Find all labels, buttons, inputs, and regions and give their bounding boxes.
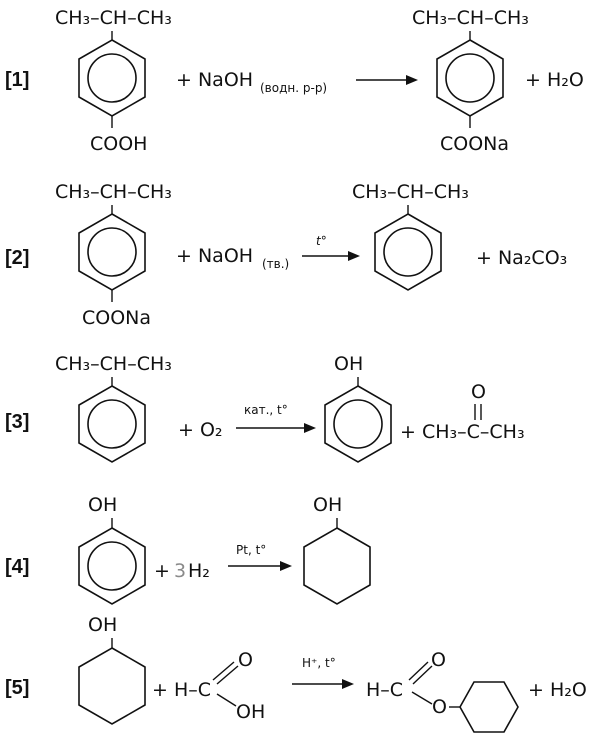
reaction-2: [2] CH₃–CH–CH₃ COONa + NaOH (тв.) t° CH₃… [5, 181, 567, 329]
reaction-label: [4] [5, 556, 29, 578]
benzene-ring [78, 527, 146, 605]
isopropyl-group-label: CH₃–CH–CH₃ [55, 181, 172, 203]
bond-line [411, 691, 433, 705]
reaction-3: [3] CH₃–CH–CH₃ + O₂ кат., t° OH O + CH₃–… [5, 353, 525, 463]
isopropyl-group-label: CH₃–CH–CH₃ [412, 7, 529, 29]
hydroxyl-group-label: OH [88, 614, 117, 636]
reagent-naoh: + NaOH [176, 245, 253, 267]
reactant-sodium-isopropylbenzoate: CH₃–CH–CH₃ COONa [55, 181, 172, 329]
reaction-arrow [228, 561, 292, 571]
carbonyl-oxygen-label: O [238, 649, 253, 671]
carboxyl-group-label: COOH [90, 133, 147, 155]
double-bond-line [212, 661, 235, 681]
double-bond-line [408, 661, 429, 681]
benzene-ring [78, 213, 146, 291]
benzene-ring [78, 39, 146, 117]
cyclohexane-ring [459, 681, 519, 733]
product-water: + H₂O [525, 69, 584, 91]
product-isopropylbenzene: CH₃–CH–CH₃ [352, 181, 469, 291]
carbonyl-oxygen-label: O [431, 649, 446, 671]
reaction-label: [1] [5, 69, 29, 91]
reagent-naoh: + NaOH [176, 69, 253, 91]
product-phenol: OH [324, 353, 392, 463]
product-cyclohexyl-formate: H–C O O [366, 649, 519, 733]
carbonyl-oxygen-label: O [471, 381, 486, 403]
formic-acid-hc-label: + H–C [152, 679, 211, 701]
reagent-oxygen: + O₂ [178, 419, 223, 441]
ester-oxygen-label: O [432, 696, 447, 718]
cyclohexane-ring [78, 647, 146, 725]
isopropyl-group-label: CH₃–CH–CH₃ [55, 353, 172, 375]
arrow-condition: кат., t° [244, 403, 288, 417]
benzene-ring [324, 385, 392, 463]
carboxylate-group-label: COONa [82, 307, 151, 329]
isopropyl-group-label: CH₃–CH–CH₃ [55, 7, 172, 29]
reaction-4: [4] OH + 3 H₂ Pt, t° OH [5, 494, 371, 605]
aromatic-circle [87, 399, 137, 449]
reagent-condition-aqueous: (водн. р-р) [260, 81, 327, 95]
reaction-arrow [236, 423, 316, 433]
reaction-5: [5] OH + H–C O OH H⁺, t° H–C O O [5, 614, 587, 733]
reactant-phenol: OH [78, 494, 146, 605]
benzene-ring [436, 39, 504, 117]
arrow-condition: Pt, t° [236, 543, 266, 557]
reagent-formic-acid: + H–C O OH [152, 649, 265, 723]
reactant-cumene: CH₃–CH–CH₃ [55, 353, 172, 463]
reagent-hydrogen: H₂ [188, 560, 210, 582]
acetone-formula: + CH₃–C–CH₃ [400, 421, 525, 443]
product-acetone: O + CH₃–C–CH₃ [400, 381, 525, 443]
cyclohexane-ring [303, 527, 371, 605]
hydroxyl-group-label: OH [334, 353, 363, 375]
aromatic-circle [383, 227, 433, 277]
reagent-condition-solid: (тв.) [262, 257, 289, 271]
hydroxyl-group-label: OH [236, 701, 265, 723]
reactant-cyclohexanol: OH [78, 614, 146, 725]
product-cyclohexanol: OH [303, 494, 371, 605]
benzene-ring [78, 385, 146, 463]
aromatic-circle [87, 53, 137, 103]
aromatic-circle [87, 227, 137, 277]
stoichiometric-coefficient: 3 [174, 560, 186, 582]
hydroxyl-group-label: OH [313, 494, 342, 516]
isopropyl-group-label: CH₃–CH–CH₃ [352, 181, 469, 203]
hydroxyl-group-label: OH [88, 494, 117, 516]
reagent-plus: + [154, 560, 170, 582]
product-sodium-carbonate: + Na₂CO₃ [476, 247, 567, 269]
reaction-label: [2] [5, 247, 29, 269]
reaction-arrow [292, 679, 354, 689]
double-bond-line [216, 665, 239, 685]
reaction-label: [3] [5, 411, 29, 433]
aromatic-circle [445, 53, 495, 103]
carboxylate-group-label: COONa [440, 133, 509, 155]
reactant-isopropylbenzoic-acid: CH₃–CH–CH₃ COOH [55, 7, 172, 155]
reaction-label: [5] [5, 677, 29, 699]
aromatic-circle [87, 541, 137, 591]
aromatic-circle [333, 399, 383, 449]
arrow-condition: H⁺, t° [302, 656, 336, 670]
product-sodium-isopropylbenzoate: CH₃–CH–CH₃ COONa [412, 7, 529, 155]
reaction-1: [1] CH₃–CH–CH₃ COOH + NaOH (водн. р-р) C… [5, 7, 584, 155]
formate-hc-label: H–C [366, 679, 403, 701]
benzene-ring [374, 213, 442, 291]
double-bond-line [412, 665, 433, 685]
product-water: + H₂O [528, 679, 587, 701]
arrow-condition: t° [316, 234, 327, 248]
bond-line [216, 693, 237, 707]
reaction-arrow [356, 75, 418, 85]
reaction-arrow [302, 251, 360, 261]
